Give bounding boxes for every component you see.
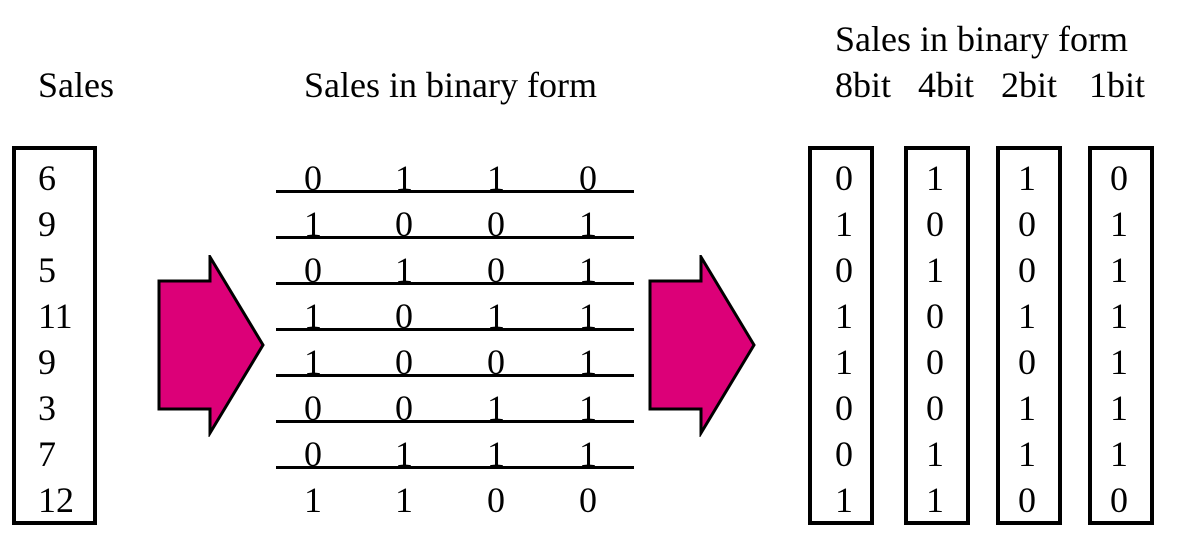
binary-digit: 0 bbox=[304, 434, 322, 474]
bit-column-label: 1bit bbox=[1089, 65, 1146, 105]
bit-digit: 0 bbox=[1018, 342, 1036, 382]
binary-digit: 0 bbox=[304, 388, 322, 428]
binary-digit: 1 bbox=[487, 388, 505, 428]
bit-digit: 0 bbox=[1110, 480, 1128, 520]
binary-digit: 1 bbox=[579, 204, 597, 244]
bit-digit: 1 bbox=[1110, 296, 1128, 336]
bit-digit: 0 bbox=[926, 388, 944, 428]
binary-digit: 1 bbox=[487, 434, 505, 474]
row-divider bbox=[276, 374, 634, 377]
bit-digit: 1 bbox=[835, 296, 853, 336]
bit-digit: 0 bbox=[926, 204, 944, 244]
bit-column-label: 4bit bbox=[918, 65, 975, 105]
binary-digit: 1 bbox=[395, 250, 413, 290]
bit-digit: 1 bbox=[1018, 434, 1036, 474]
bit-digit: 1 bbox=[1018, 388, 1036, 428]
binary-digit: 1 bbox=[395, 434, 413, 474]
sales-box bbox=[12, 146, 97, 525]
bit-digit: 1 bbox=[1018, 296, 1036, 336]
binary-digit: 1 bbox=[487, 158, 505, 198]
bit-digit: 0 bbox=[835, 434, 853, 474]
binary-digit: 0 bbox=[304, 250, 322, 290]
bit-column-label: 8bit bbox=[835, 65, 892, 105]
binary-digit: 1 bbox=[579, 388, 597, 428]
bit-column-label: 2bit bbox=[1001, 65, 1058, 105]
bit-column-box bbox=[996, 146, 1062, 525]
bit-digit: 1 bbox=[1110, 204, 1128, 244]
binary-digit: 0 bbox=[487, 250, 505, 290]
bit-digit: 0 bbox=[1018, 250, 1036, 290]
binary-digit: 0 bbox=[487, 342, 505, 382]
row-divider bbox=[276, 466, 634, 469]
bit-digit: 0 bbox=[1018, 204, 1036, 244]
sales-value: 9 bbox=[38, 204, 56, 244]
binary-title-right: Sales in binary form bbox=[835, 19, 1128, 59]
right-arrow-2-shape bbox=[648, 255, 756, 437]
binary-digit: 0 bbox=[487, 204, 505, 244]
bit-digit: 1 bbox=[835, 480, 853, 520]
bit-digit: 1 bbox=[1018, 158, 1036, 198]
bit-digit: 1 bbox=[1110, 388, 1128, 428]
binary-digit: 0 bbox=[579, 480, 597, 520]
bit-digit: 1 bbox=[1110, 342, 1128, 382]
binary-digit: 1 bbox=[304, 342, 322, 382]
binary-digit: 0 bbox=[579, 158, 597, 198]
binary-digit: 1 bbox=[487, 296, 505, 336]
binary-digit: 1 bbox=[579, 296, 597, 336]
binary-digit: 1 bbox=[395, 480, 413, 520]
sales-value: 12 bbox=[38, 480, 74, 520]
row-divider bbox=[276, 328, 634, 331]
row-divider bbox=[276, 190, 634, 193]
sales-value: 6 bbox=[38, 158, 56, 198]
binary-digit: 0 bbox=[304, 158, 322, 198]
binary-digit: 1 bbox=[304, 296, 322, 336]
bit-digit: 1 bbox=[926, 480, 944, 520]
right-arrow-1-shape bbox=[157, 255, 265, 437]
bit-column-box bbox=[904, 146, 970, 525]
row-divider bbox=[276, 282, 634, 285]
binary-digit: 0 bbox=[395, 388, 413, 428]
binary-digit: 1 bbox=[304, 480, 322, 520]
bit-digit: 1 bbox=[1110, 434, 1128, 474]
sales-value: 9 bbox=[38, 342, 56, 382]
sales-title: Sales bbox=[38, 65, 114, 105]
bit-digit: 0 bbox=[835, 388, 853, 428]
row-divider bbox=[276, 420, 634, 423]
binary-digit: 0 bbox=[487, 480, 505, 520]
bit-digit: 0 bbox=[835, 250, 853, 290]
sales-value: 3 bbox=[38, 388, 56, 428]
sales-value: 5 bbox=[38, 250, 56, 290]
bit-column-box bbox=[1088, 146, 1154, 525]
row-divider bbox=[276, 236, 634, 239]
right-arrow-1 bbox=[157, 255, 265, 437]
bit-digit: 0 bbox=[926, 342, 944, 382]
right-arrow-2 bbox=[648, 255, 756, 437]
sales-value: 7 bbox=[38, 434, 56, 474]
binary-digit: 1 bbox=[579, 434, 597, 474]
bit-digit: 1 bbox=[926, 434, 944, 474]
bit-digit: 0 bbox=[926, 296, 944, 336]
bit-digit: 1 bbox=[926, 158, 944, 198]
sales-value: 11 bbox=[38, 296, 73, 336]
bit-digit: 1 bbox=[1110, 250, 1128, 290]
bit-column-box bbox=[808, 146, 874, 525]
binary-digit: 1 bbox=[395, 158, 413, 198]
bit-digit: 1 bbox=[926, 250, 944, 290]
bit-digit: 1 bbox=[835, 342, 853, 382]
binary-digit: 1 bbox=[304, 204, 322, 244]
binary-digit: 0 bbox=[395, 296, 413, 336]
binary-digit: 0 bbox=[395, 204, 413, 244]
binary-digit: 1 bbox=[579, 250, 597, 290]
bit-digit: 0 bbox=[835, 158, 853, 198]
binary-title-middle: Sales in binary form bbox=[304, 65, 597, 105]
bit-digit: 1 bbox=[835, 204, 853, 244]
binary-digit: 1 bbox=[579, 342, 597, 382]
bit-digit: 0 bbox=[1018, 480, 1036, 520]
bit-digit: 0 bbox=[1110, 158, 1128, 198]
binary-digit: 0 bbox=[395, 342, 413, 382]
